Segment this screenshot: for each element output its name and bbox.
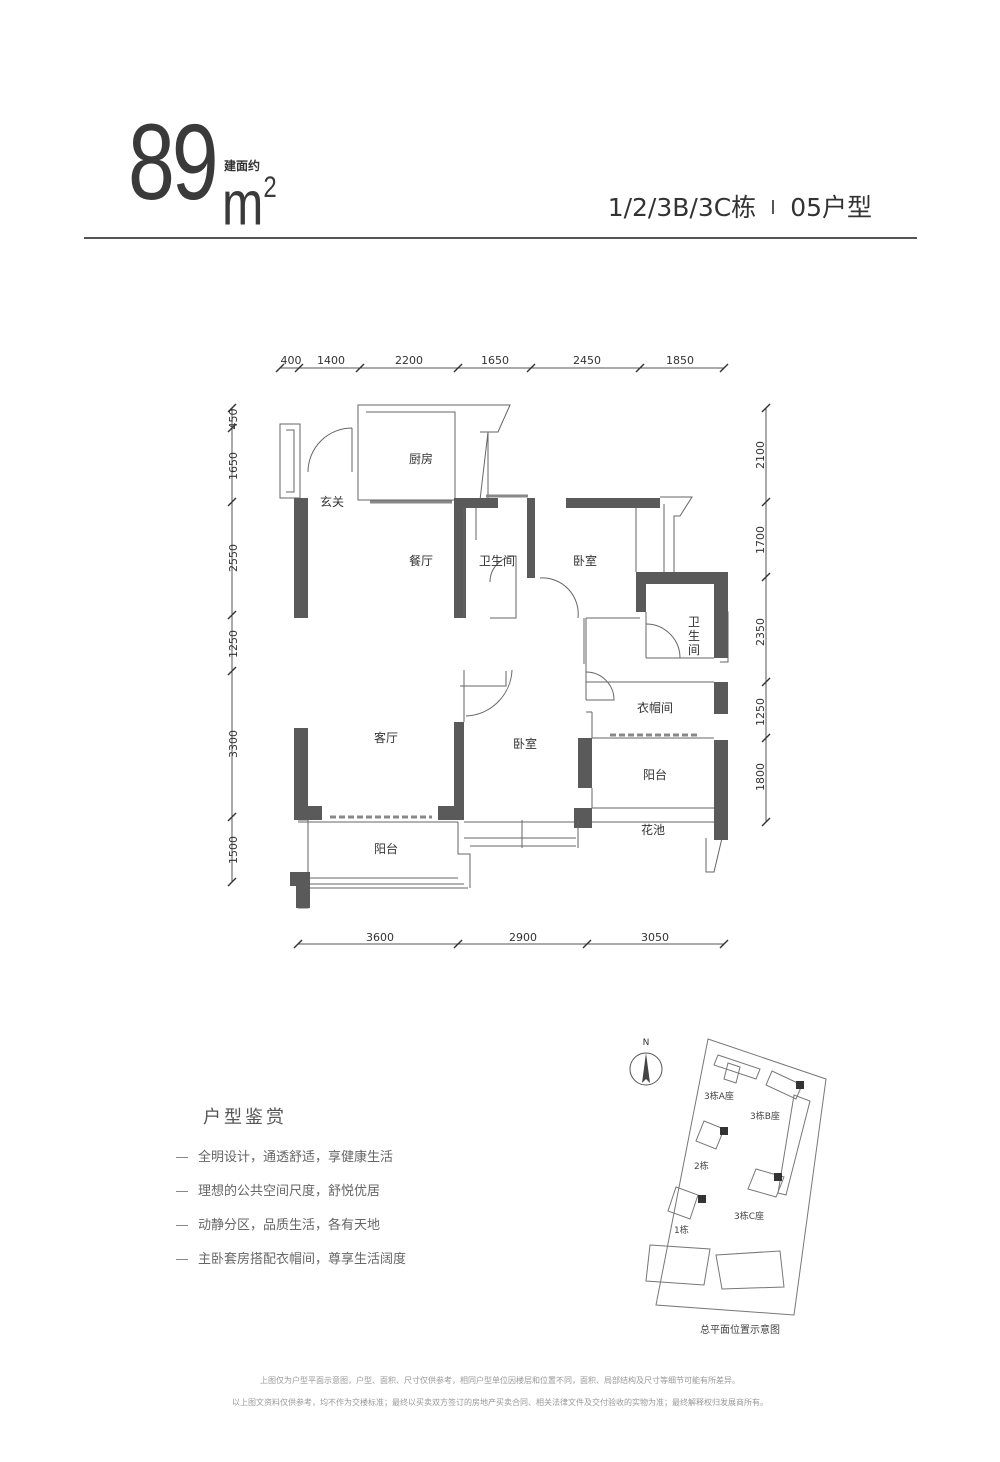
- floor-plan: 400 1400 2200 1650 2450 1850 450 1650 25…: [227, 354, 771, 949]
- dim-left-4: 1250: [227, 630, 240, 658]
- disclaimer-line-2: 以上图文资料仅供参考，均不作为交楼标准；最终以买卖双方签订的房地产买卖合同、相关…: [232, 1398, 768, 1407]
- site-labels: 3栋A座 3栋B座 2栋 3栋C座 1栋: [674, 1090, 780, 1236]
- dim-left-3: 2550: [227, 544, 240, 572]
- dim-top-4: 1650: [481, 354, 509, 367]
- site-plan: N 3栋A座 3栋B座 2栋 3栋C座 1栋: [629, 1038, 827, 1316]
- site-markers: [698, 1081, 804, 1203]
- room-bathroom-2-a: 卫: [688, 615, 700, 629]
- room-bathroom-2-b: 生: [688, 629, 700, 643]
- header-divider: [84, 237, 917, 239]
- dim-bottom-1: 3600: [366, 931, 394, 944]
- room-closet: 衣帽间: [637, 700, 673, 715]
- dimension-ticks: [227, 363, 771, 949]
- area-unit: m2: [222, 169, 277, 239]
- interior-walls: [307, 427, 714, 848]
- room-bathroom-1: 卫生间: [479, 554, 515, 568]
- site-plan-caption: 总平面位置示意图: [700, 1325, 780, 1336]
- unit-type-info: 1/2/3B/3C栋 05户型: [608, 188, 872, 224]
- room-foyer: 玄关: [320, 494, 344, 509]
- room-planter: 花池: [641, 822, 665, 837]
- dim-left-1: 450: [227, 409, 240, 430]
- dash-icon: [176, 1225, 188, 1226]
- svg-text:N: N: [643, 1038, 650, 1048]
- dimension-lines: [231, 367, 767, 945]
- features-title: 户型鉴赏: [203, 1107, 287, 1128]
- dim-left-5: 3300: [227, 730, 240, 758]
- room-balcony-2: 阳台: [643, 767, 667, 782]
- area-number: 89: [128, 101, 219, 222]
- site-boundary: [655, 1038, 827, 1316]
- dim-right-1: 2100: [754, 441, 767, 469]
- dim-bottom-3: 3050: [641, 931, 669, 944]
- label-2: 2栋: [694, 1160, 709, 1172]
- room-bathroom-2-c: 间: [688, 643, 700, 657]
- disclaimer-line-1: 上图仅为户型平面示意图，户型、面积、尺寸仅供参考，相同户型单位因楼层和位置不同，…: [260, 1376, 740, 1385]
- feature-item-1: 全明设计，通透舒适，享健康生活: [176, 1146, 393, 1165]
- area-label: 建面约: [224, 159, 261, 173]
- dim-top-5: 2450: [573, 354, 601, 367]
- dim-right-4: 1250: [754, 698, 767, 726]
- dim-left-6: 1500: [227, 836, 240, 864]
- feature-item-4: 主卧套房搭配衣帽间，尊享生活阔度: [176, 1248, 406, 1267]
- top-dimensions: 400 1400 2200 1650 2450 1850: [281, 354, 695, 367]
- separator: [772, 200, 775, 214]
- label-3a: 3栋A座: [704, 1090, 734, 1102]
- dash-icon: [176, 1157, 188, 1158]
- dim-top-6: 1850: [666, 354, 694, 367]
- left-dimensions: 450 1650 2550 1250 3300 1500: [227, 409, 240, 865]
- windows: [330, 494, 700, 819]
- room-bedroom-1: 卧室: [573, 553, 597, 568]
- bottom-dimensions: 3600 2900 3050: [366, 931, 669, 944]
- dim-left-2: 1650: [227, 452, 240, 480]
- dim-right-2: 1700: [754, 526, 767, 554]
- feature-item-2: 理想的公共空间尺度，舒悦优居: [176, 1180, 380, 1199]
- room-living: 客厅: [374, 730, 398, 745]
- dim-top-3: 2200: [395, 354, 423, 367]
- dim-top-1: 400: [281, 354, 302, 367]
- site-buildings: [645, 1054, 811, 1290]
- building-numbers: 1/2/3B/3C栋: [607, 193, 757, 222]
- room-dining: 餐厅: [409, 553, 433, 568]
- dim-right-3: 2350: [754, 618, 767, 646]
- feature-item-3: 动静分区，品质生活，各有天地: [176, 1214, 380, 1233]
- dim-bottom-2: 2900: [509, 931, 537, 944]
- dash-icon: [176, 1259, 188, 1260]
- label-3c: 3栋C座: [734, 1210, 764, 1222]
- dim-right-5: 1800: [754, 763, 767, 791]
- compass-icon: N: [629, 1038, 663, 1086]
- room-bedroom-2: 卧室: [513, 736, 537, 751]
- room-kitchen: 厨房: [409, 451, 433, 466]
- unit-type: 05户型: [790, 193, 872, 222]
- thick-walls: [290, 498, 728, 908]
- room-balcony-1: 阳台: [374, 841, 398, 856]
- label-3b: 3栋B座: [750, 1110, 780, 1122]
- dash-icon: [176, 1191, 188, 1192]
- label-1: 1栋: [674, 1224, 689, 1236]
- right-dimensions: 2100 1700 2350 1250 1800: [754, 441, 767, 791]
- room-labels: 厨房 玄关 餐厅 卫生间 卧室 卫 生 间 客厅 卧室 衣帽间 阳台 花池 阳台: [320, 451, 700, 856]
- dim-top-2: 1400: [317, 354, 345, 367]
